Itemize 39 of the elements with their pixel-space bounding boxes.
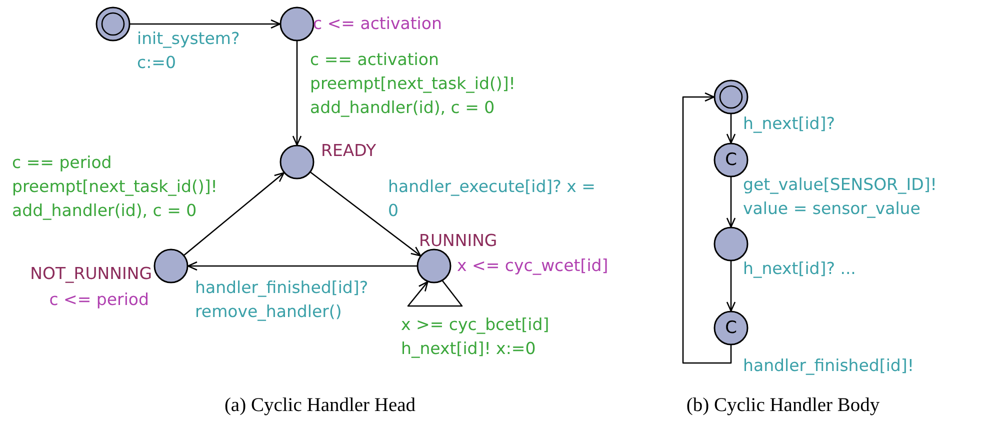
invariant-label: c <= period xyxy=(49,289,149,311)
location-name: RUNNING xyxy=(419,230,498,252)
edge-label: x >= cyc_bcet[id] h_next[id]! x:=0 xyxy=(401,314,550,360)
transition-arrow xyxy=(726,114,736,144)
location-circle xyxy=(713,310,749,346)
edge-label: handler_finished[id]! xyxy=(743,355,915,377)
transition-arrow xyxy=(726,261,736,312)
invariant-label: c <= activation xyxy=(313,13,442,35)
edge-label: h_next[id]? ... xyxy=(743,258,857,280)
location-circle xyxy=(713,142,749,178)
edge-label: handler_execute[id]? x = 0 xyxy=(388,176,596,222)
location-circle xyxy=(153,248,189,284)
edge-label: init_system? c:=0 xyxy=(137,28,241,74)
edge-label: h_next[id]? xyxy=(743,113,836,135)
location-circle xyxy=(279,144,315,180)
figure-caption: (b) Cyclic Handler Body xyxy=(686,395,880,417)
invariant-label: x <= cyc_wcet[id] xyxy=(457,255,608,277)
location-name: READY xyxy=(321,140,376,162)
edge-label: c == activation preempt[next_task_id()]! add_handler(id), c = 0 xyxy=(310,49,516,119)
location-circle xyxy=(279,6,315,42)
initial-location-circle xyxy=(713,79,749,115)
figure-caption: (a) Cyclic Handler Head xyxy=(224,395,416,417)
location-circle xyxy=(416,248,452,284)
initial-location-circle xyxy=(95,6,131,42)
transition-arrow xyxy=(310,172,422,256)
edge-label: c == period preempt[next_task_id()]! add_handler(id), c = 0 xyxy=(12,152,218,222)
committed-mark: C xyxy=(725,320,737,336)
transition-arrow xyxy=(682,92,732,364)
transition-arrow xyxy=(184,172,285,256)
transition-arrow xyxy=(726,177,736,228)
transition-arrow xyxy=(292,41,302,146)
location-circle xyxy=(713,226,749,262)
location-name: NOT_RUNNING xyxy=(30,263,152,285)
transition-arrow xyxy=(130,19,281,29)
edge-label: handler_finished[id]? remove_handler() xyxy=(195,277,370,323)
transition-arrow xyxy=(407,280,463,307)
edge-label: get_value[SENSOR_ID]! value = sensor_value xyxy=(743,174,938,220)
committed-mark: C xyxy=(725,152,737,168)
transition-arrow xyxy=(187,261,417,271)
